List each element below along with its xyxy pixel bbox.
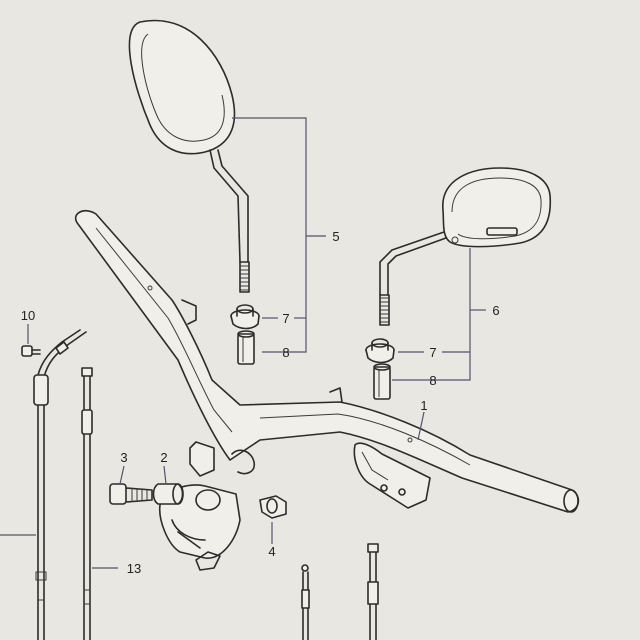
callout-labels: 1 2 3 4 5 6 7 7 8 8 10 13 [21, 229, 500, 576]
callout-2: 2 [160, 450, 167, 465]
callout-10: 10 [21, 308, 35, 323]
lower-cable-left [301, 564, 310, 640]
handlebar [74, 209, 580, 513]
callout-7-left: 7 [282, 311, 289, 326]
right-mirror-washer [365, 338, 395, 364]
callout-8-right: 8 [429, 373, 436, 388]
grommet [259, 495, 287, 519]
left-mirror [128, 19, 250, 293]
lower-cable-right [367, 543, 379, 640]
left-mirror-nut [237, 330, 255, 365]
right-mirror [379, 167, 552, 326]
callout-13: 13 [127, 561, 141, 576]
screw-bolt [109, 483, 153, 505]
callout-4: 4 [268, 544, 275, 559]
collar [152, 483, 184, 505]
right-mirror-nut [373, 363, 391, 400]
choke-cable [81, 367, 93, 640]
throttle-cable [33, 329, 87, 640]
callout-5: 5 [332, 229, 339, 244]
callout-6: 6 [492, 303, 499, 318]
callout-3: 3 [120, 450, 127, 465]
callout-7-right: 7 [429, 345, 436, 360]
leader-lines [0, 117, 486, 569]
left-mirror-washer [230, 304, 260, 330]
small-bolt [21, 345, 41, 357]
callout-1: 1 [420, 398, 427, 413]
handlebar-clamp-bracket [353, 442, 431, 509]
callout-8-left: 8 [282, 345, 289, 360]
